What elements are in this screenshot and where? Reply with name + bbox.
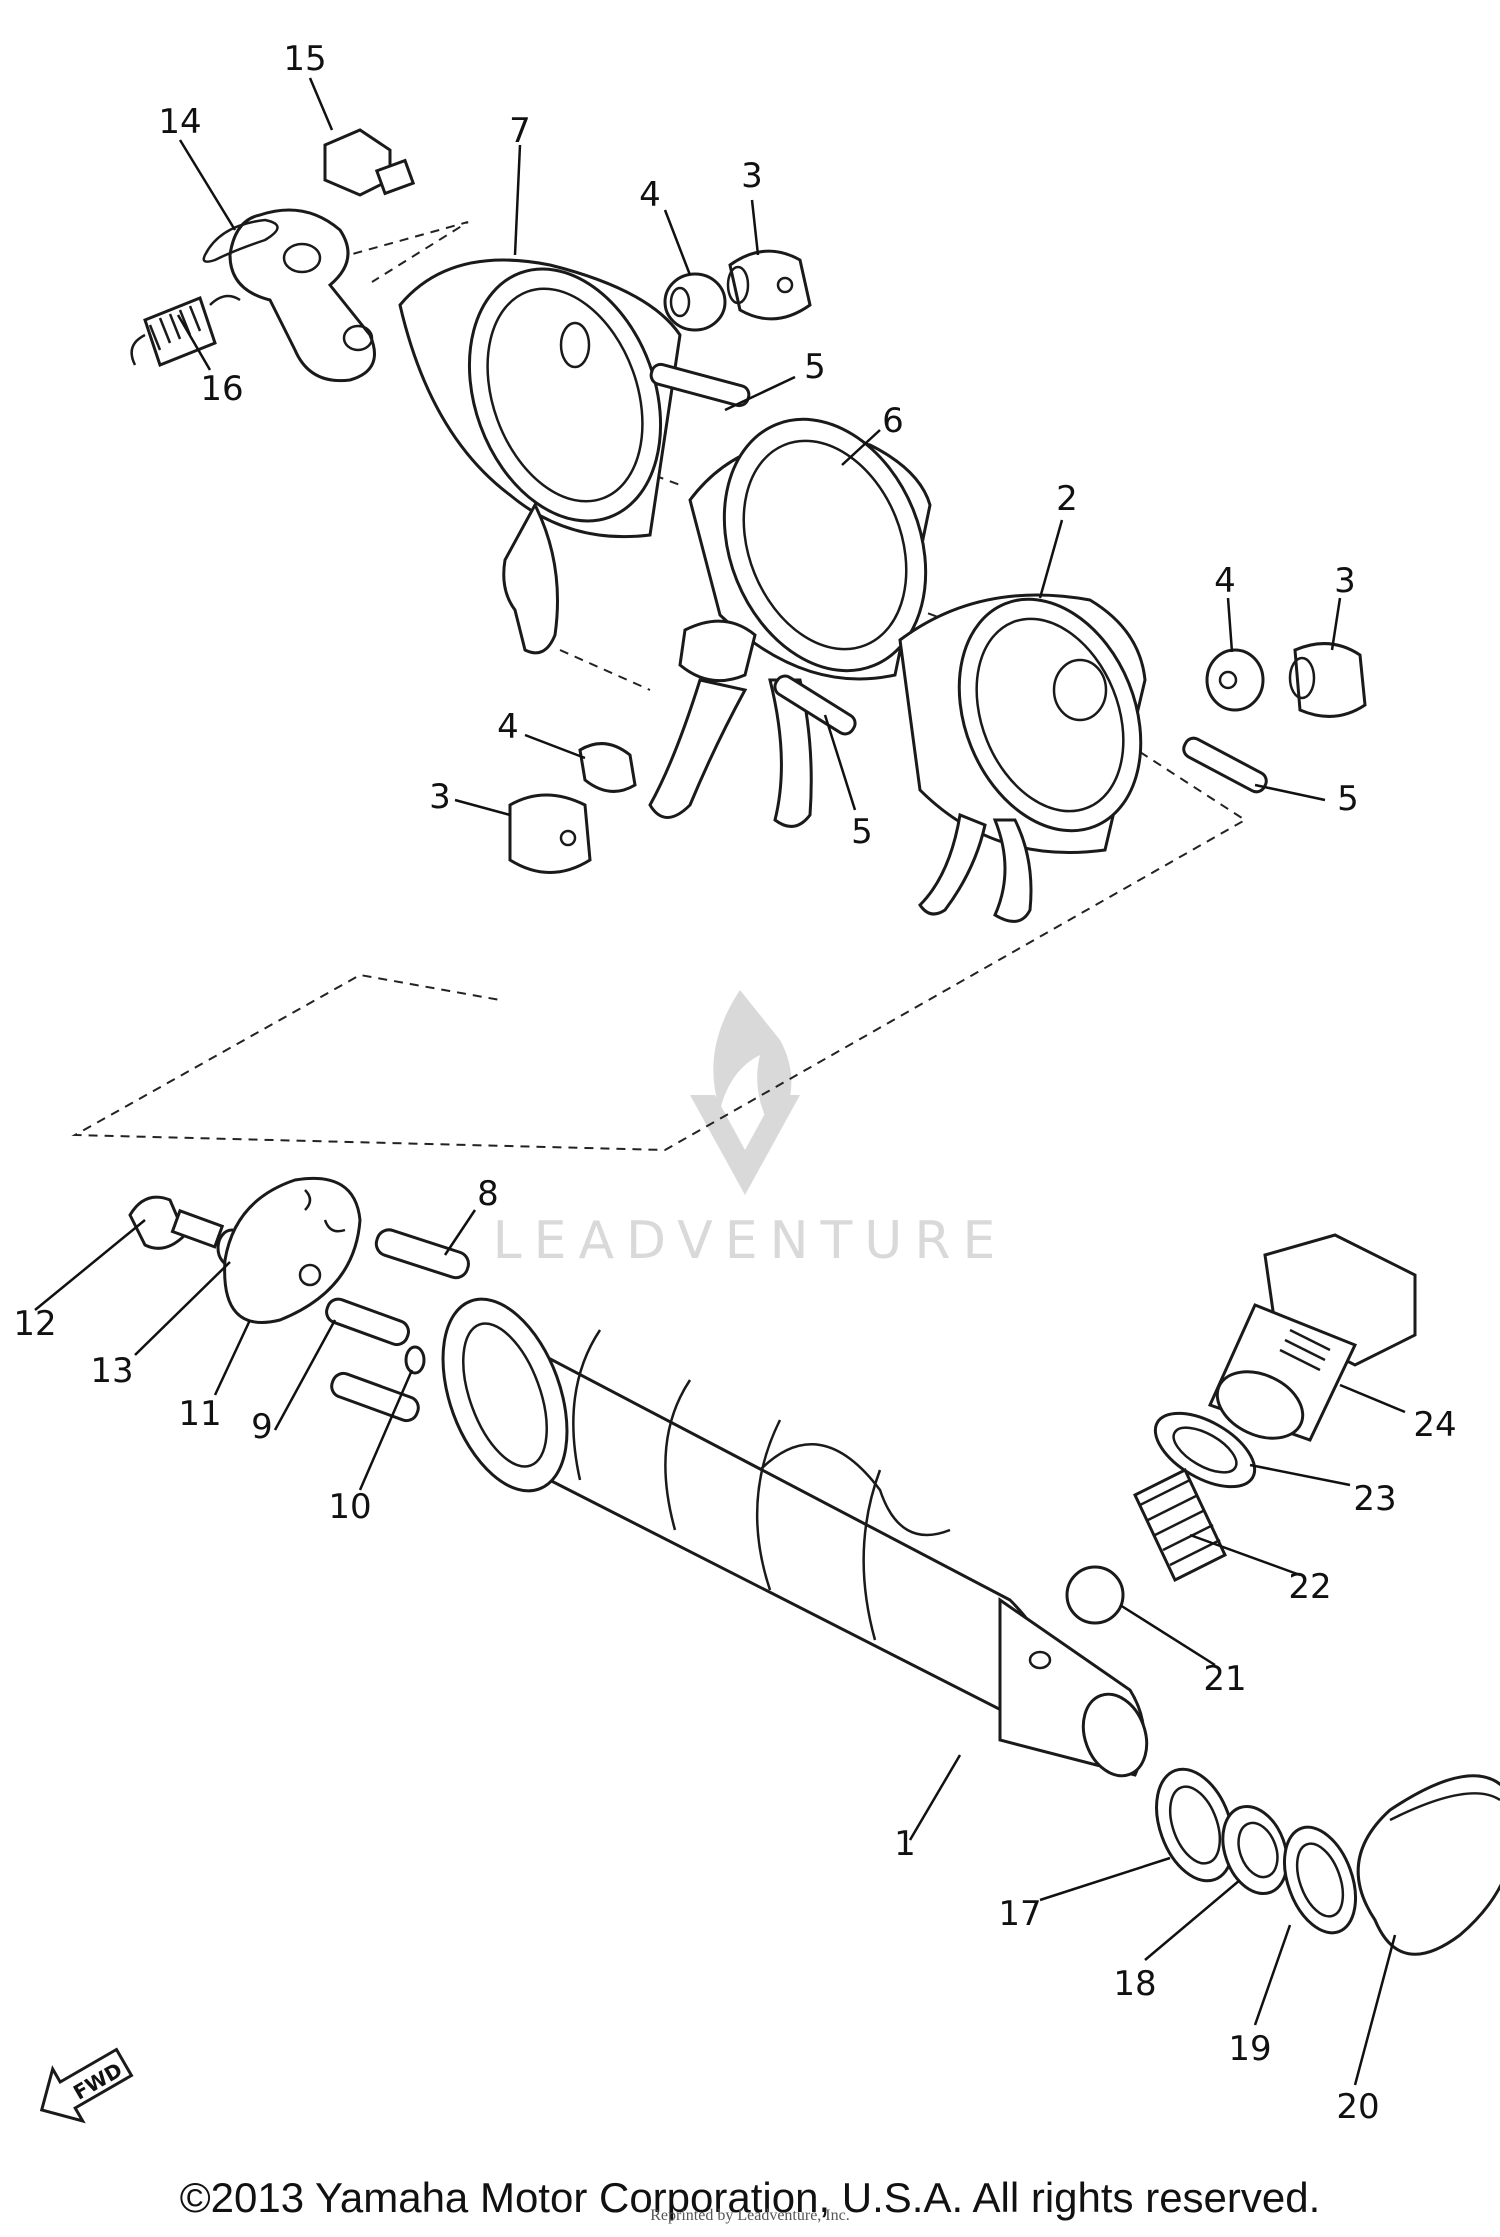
gasket-23 xyxy=(1153,1411,1257,1489)
callout-4: 4 xyxy=(639,175,661,215)
callout-18: 18 xyxy=(1113,1964,1156,2004)
callout-2: 2 xyxy=(1056,479,1078,519)
callout-13: 13 xyxy=(90,1351,133,1391)
callout-4: 4 xyxy=(497,707,519,747)
roller-3-left xyxy=(508,793,592,874)
pin-8 xyxy=(374,1228,470,1280)
bolt-24 xyxy=(1207,1233,1417,1442)
washer-17 xyxy=(1155,1767,1235,1883)
callout-20: 20 xyxy=(1336,2087,1379,2127)
pin-9 xyxy=(325,1297,410,1347)
callout-7: 7 xyxy=(509,111,531,151)
callout-8: 8 xyxy=(477,1174,499,1214)
callout-10: 10 xyxy=(328,1487,371,1527)
ball-21 xyxy=(1065,1565,1125,1625)
bearing-18 xyxy=(1221,1804,1289,1896)
callout-3: 3 xyxy=(1334,561,1356,601)
pin-10 xyxy=(330,1345,426,1423)
callout-22: 22 xyxy=(1288,1567,1331,1607)
callout-5: 5 xyxy=(804,347,826,387)
reprint-notice: Reprinted by Leadventure, Inc. xyxy=(650,2207,850,2224)
callout-5: 5 xyxy=(851,812,873,852)
fwd-arrow: FWD xyxy=(39,2047,134,2124)
callout-labels: 1 2 3 3 3 4 4 4 5 5 5 6 7 8 9 10 11 12 1… xyxy=(13,39,1456,2127)
callout-12: 12 xyxy=(13,1304,56,1344)
shift-fork-7 xyxy=(398,258,682,655)
spring-22 xyxy=(1133,1467,1227,1583)
callout-17: 17 xyxy=(998,1894,1041,1934)
cover-20 xyxy=(1356,1774,1500,1956)
callout-14: 14 xyxy=(158,102,201,142)
watermark-text: LEADVENTURE xyxy=(493,1211,1008,1271)
bolt-12 xyxy=(128,1195,225,1250)
shift-arm-assembly xyxy=(130,128,416,383)
callout-11: 11 xyxy=(178,1394,221,1434)
shift-drum-1 xyxy=(441,1297,1149,1778)
roller-4-top xyxy=(663,272,727,332)
callout-5: 5 xyxy=(1337,779,1359,819)
callout-1: 1 xyxy=(894,1824,916,1864)
roller-3-top xyxy=(726,249,812,321)
shift-fork-2 xyxy=(898,593,1147,923)
callout-24: 24 xyxy=(1413,1405,1456,1445)
callout-3: 3 xyxy=(741,156,763,196)
roller-4-left xyxy=(578,742,637,793)
shift-fork-6 xyxy=(648,417,932,828)
copyright-notice: ©2013 Yamaha Motor Corporation, U.S.A. A… xyxy=(179,2174,1321,2221)
callout-3: 3 xyxy=(429,777,451,817)
callout-6: 6 xyxy=(882,401,904,441)
leader-lines xyxy=(34,77,1406,2086)
callout-19: 19 xyxy=(1228,2029,1271,2069)
callout-23: 23 xyxy=(1353,1479,1396,1519)
pin-5-middle xyxy=(773,674,857,736)
callout-15: 15 xyxy=(283,39,326,79)
callout-4: 4 xyxy=(1214,561,1236,601)
circlip-19 xyxy=(1283,1825,1357,1935)
callout-16: 16 xyxy=(200,369,243,409)
callout-9: 9 xyxy=(251,1407,273,1447)
roller-4-right xyxy=(1205,648,1265,712)
callout-21: 21 xyxy=(1203,1659,1246,1699)
leadventure-watermark: LEADVENTURE xyxy=(493,990,1008,1271)
roller-3-right xyxy=(1288,642,1367,718)
